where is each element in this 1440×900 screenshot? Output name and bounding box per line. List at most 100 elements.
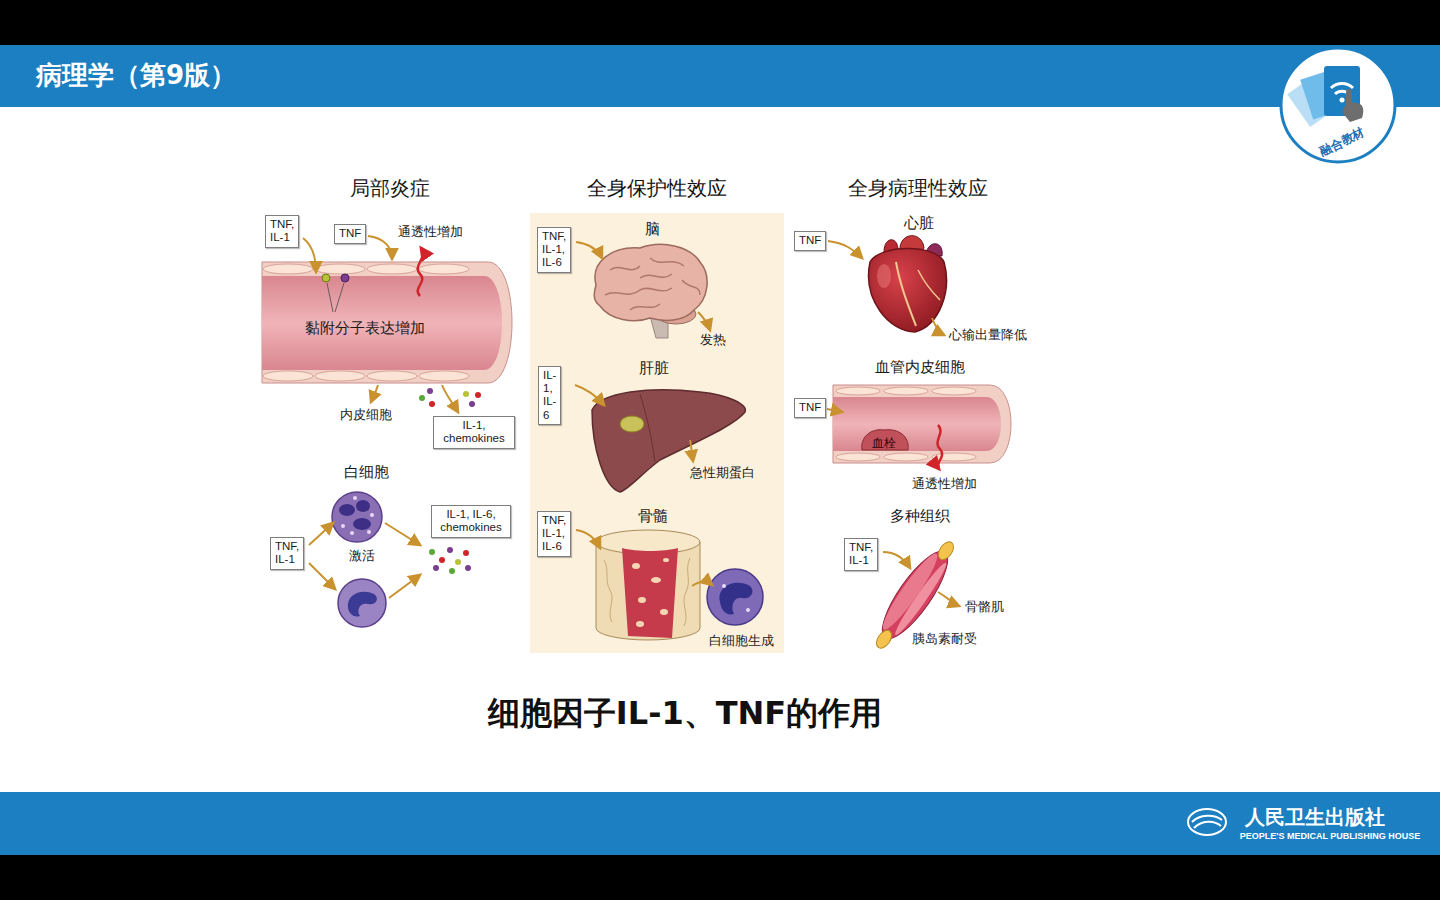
cytokine-name: TNF <box>339 227 361 240</box>
cytokine-box: TNF <box>334 224 366 244</box>
blood-vessel <box>833 385 1011 463</box>
cytokine-box: TNF <box>794 231 826 251</box>
bone-marrow <box>636 621 644 627</box>
cytokine-box: TNF <box>794 398 826 418</box>
activation-arrow <box>309 563 335 589</box>
organ-label: 血管内皮细胞 <box>875 358 965 376</box>
leukocyte <box>356 500 370 512</box>
blood-vessel <box>862 430 908 450</box>
inflamed-vessel <box>315 371 365 381</box>
panel-artwork <box>530 213 784 653</box>
cytokine-arrow <box>368 236 392 259</box>
effect-arrow <box>690 440 693 461</box>
cytokine-name: IL-1, chemokines <box>438 419 510 445</box>
bone-marrow <box>632 563 640 569</box>
cytokine-name: TNF, IL-1 <box>275 540 299 566</box>
effect-arrow <box>883 552 959 606</box>
publisher-name: 人民卫生出版社 <box>1245 805 1385 829</box>
blood-vessel <box>836 453 880 461</box>
cytokine-box: IL-1, chemokines <box>433 416 515 449</box>
organ-label: 骨髓 <box>638 507 668 525</box>
effect-arrow <box>932 318 944 335</box>
organ-label: 脑 <box>645 220 660 238</box>
thrombus-label: 血栓 <box>872 436 896 450</box>
secreted-cytokine-dots <box>429 549 435 555</box>
adhesion-molecules <box>322 274 330 282</box>
effect-arrow <box>692 582 712 586</box>
cytokine-name: TNF, IL-1 <box>270 218 294 244</box>
secreted-cytokine-dots <box>429 547 471 574</box>
activation-arrow <box>309 523 420 598</box>
app-logo <box>1331 84 1353 88</box>
effect-arrow <box>575 385 604 405</box>
bone-marrow <box>596 542 700 640</box>
effect-label: 白细胞生成 <box>709 633 774 649</box>
inflamed-vessel <box>315 264 365 274</box>
leukocyte <box>339 504 355 516</box>
brain <box>605 288 672 295</box>
inflamed-vessel <box>262 262 512 383</box>
bone-marrow <box>684 558 690 626</box>
blood-vessel <box>932 387 976 395</box>
slide-background <box>0 45 1440 107</box>
blood-vessel <box>836 387 880 395</box>
blood-vessel <box>932 453 976 461</box>
leukocyte <box>332 492 386 627</box>
adhesion-molecules <box>322 274 349 312</box>
cytokine-name: TNF <box>799 234 821 247</box>
panel-heading: 全身保护性效应 <box>530 175 784 202</box>
cytokine-arrow <box>303 238 316 272</box>
effect-label: 黏附分子表达增加 <box>305 319 425 337</box>
leukocyte <box>722 584 726 588</box>
bone-marrow <box>596 530 700 554</box>
effect-arrow <box>827 409 842 412</box>
cytokine-box: TNF, IL-1 <box>270 537 304 570</box>
effect-arrow <box>576 530 600 548</box>
panel-artwork <box>575 242 763 640</box>
slide-header-title: 病理学（第9版） <box>36 60 236 91</box>
secreted-cytokine-dots <box>463 550 469 556</box>
skeletal-muscle <box>935 539 956 562</box>
app-logo <box>1342 89 1363 122</box>
inflamed-vessel <box>367 264 417 274</box>
cytokine-box: IL-1, IL-6, chemokines <box>431 505 511 538</box>
organ-label: 肝脏 <box>639 359 669 377</box>
cell-label: 内皮细胞 <box>340 407 392 423</box>
adhesion-molecules <box>327 283 344 312</box>
leukocyte <box>338 579 386 627</box>
leukocyte <box>350 531 354 535</box>
adhesion-molecules <box>341 274 349 282</box>
liver <box>620 416 644 432</box>
cytokine-box: IL-1, IL-6 <box>538 366 561 425</box>
bone-marrow <box>638 597 646 603</box>
effect-label: 通透性增加 <box>912 476 977 492</box>
secreted-cytokine-dots <box>433 565 439 571</box>
publisher-name-english: PEOPLE'S MEDICAL PUBLISHING HOUSE <box>1240 831 1421 842</box>
secreted-cytokine-dots <box>447 547 453 553</box>
organ-label: 心脏 <box>904 214 934 232</box>
cytokine-arrow <box>371 385 378 402</box>
effect-arrow <box>698 312 710 330</box>
effect-panel: 全身保护性效应TNF, IL-1, IL-6IL-1, IL-6TNF, IL-… <box>530 213 784 653</box>
effect-arrow <box>828 241 862 258</box>
organ-label: 多种组织 <box>890 507 950 525</box>
secreted-cytokine-dots <box>439 557 445 563</box>
cytokine-name: TNF <box>799 401 821 414</box>
app-logo <box>1340 98 1345 103</box>
cytokine-name: IL-1, IL-6 <box>543 369 556 422</box>
bone-marrow <box>660 609 668 615</box>
blood-vessel <box>833 397 1001 451</box>
brain <box>594 244 707 338</box>
permeability-arrow <box>418 248 423 296</box>
cytokine-name: TNF, IL-1, IL-6 <box>542 514 566 554</box>
leukocyte <box>353 496 357 500</box>
secreted-cytokine-dots <box>419 395 425 401</box>
brain <box>594 244 707 320</box>
column-heading: 局部炎症 <box>350 176 430 200</box>
effect-arrow <box>828 241 944 335</box>
bone-marrow <box>632 558 669 627</box>
brain <box>605 258 700 310</box>
secreted-cytokine-dots <box>469 401 475 407</box>
publisher-logo <box>1188 809 1226 835</box>
